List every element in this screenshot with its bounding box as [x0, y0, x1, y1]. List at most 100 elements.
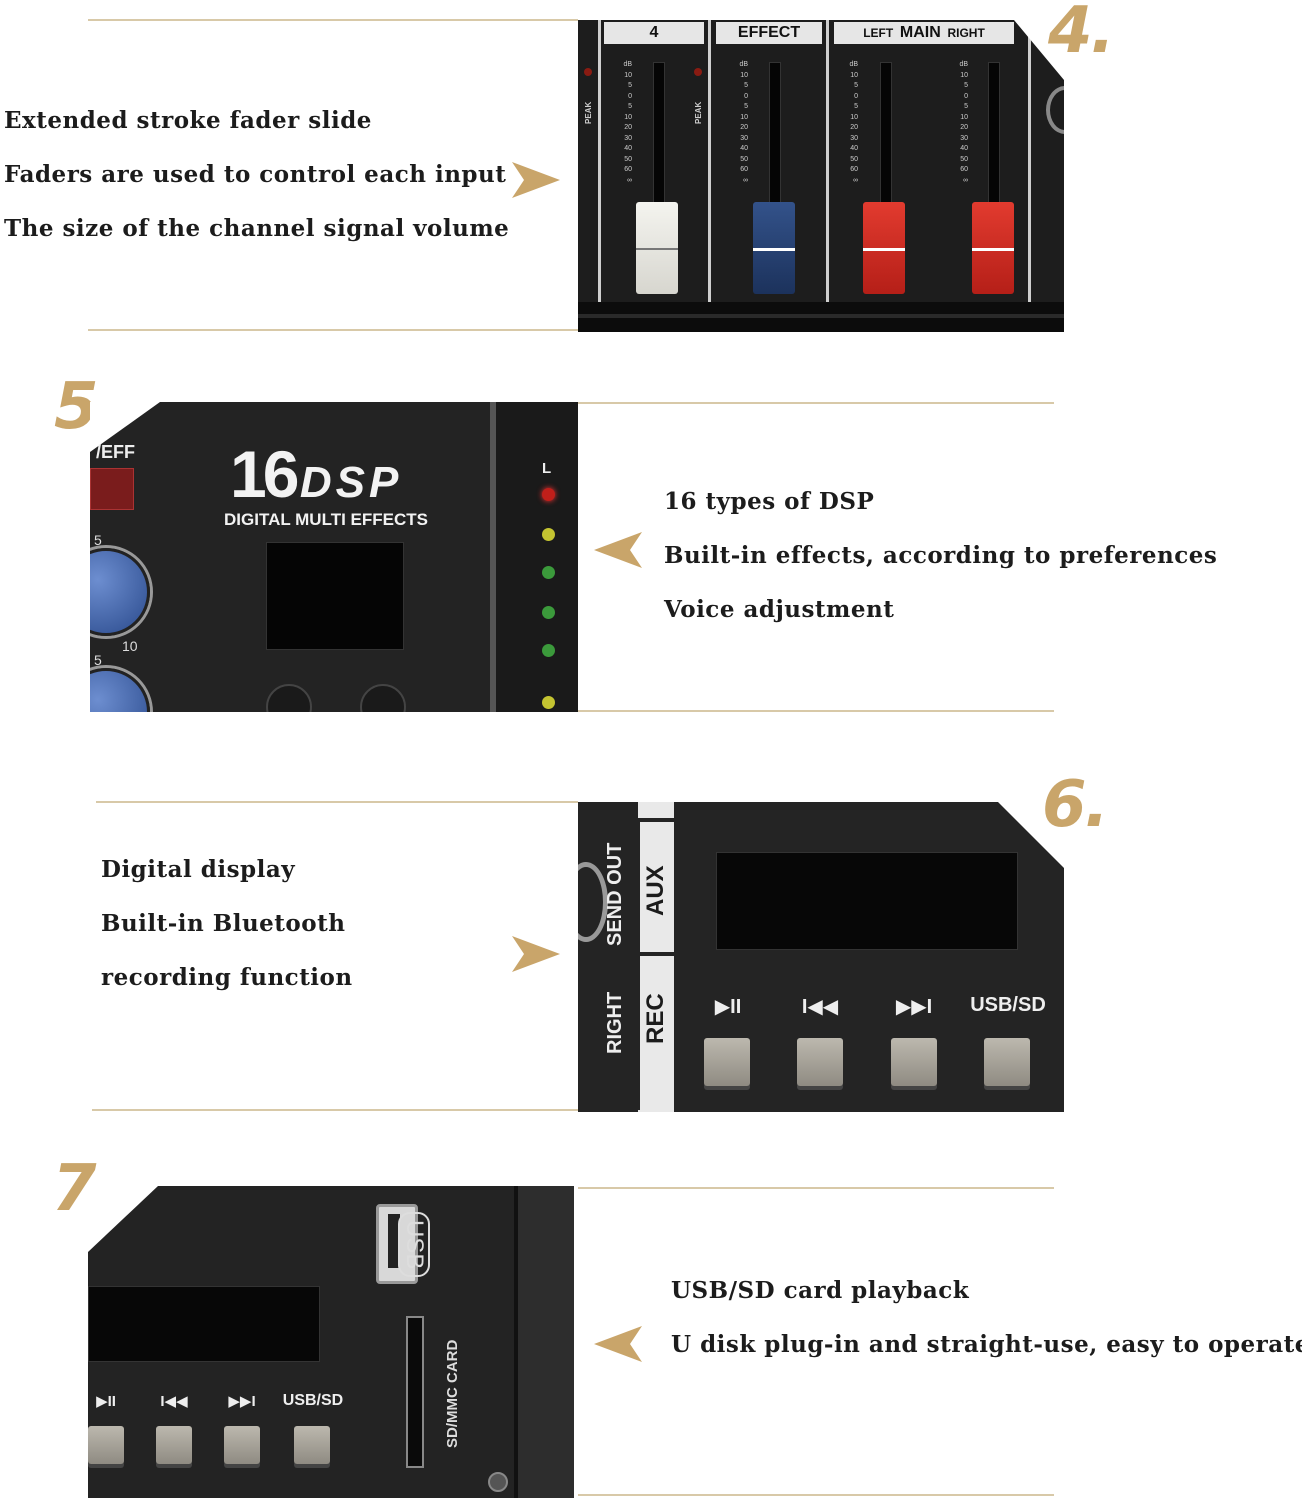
feature-line: recording function: [101, 964, 353, 991]
divider: [578, 710, 1054, 712]
meter-led-green: [542, 644, 555, 657]
digital-display: [88, 1286, 320, 1362]
meter-led-green: [542, 566, 555, 579]
feature-line: U disk plug-in and straight-use, easy to…: [671, 1331, 1302, 1358]
right-label: RIGHT: [604, 991, 626, 1054]
meter-led-yellow: [542, 696, 555, 709]
play-pause-label: ▶II: [714, 996, 742, 1018]
main-label: MAIN: [899, 24, 941, 41]
main-right-label: RIGHT: [947, 26, 985, 40]
next-button[interactable]: [891, 1038, 937, 1086]
usb-sd-label: USB/SD: [970, 994, 1046, 1016]
fader-main-left[interactable]: [863, 202, 905, 294]
feature-line: Extended stroke fader slide: [4, 107, 372, 134]
knob-label: 10: [122, 638, 138, 654]
screw-icon: [488, 1472, 508, 1492]
arrow-left-icon: [594, 532, 642, 568]
divider: [578, 1494, 1054, 1496]
play-pause-label: ▶II: [96, 1393, 116, 1410]
usb-label: USB: [398, 1212, 430, 1278]
sd-card-label: SD/MMC CARD: [444, 1339, 461, 1448]
feature-text-5: 16 types of DSP Built-in effects, accord…: [664, 475, 1217, 637]
section-number-4: 4.: [1048, 0, 1115, 68]
play-pause-button[interactable]: [88, 1426, 124, 1464]
prev-button[interactable]: [156, 1426, 192, 1464]
peak-label: PEAK: [584, 101, 593, 124]
dsp-logo: 16 DSP: [230, 436, 402, 512]
panel-corner: [998, 802, 1064, 868]
rec-label: REC: [642, 993, 669, 1044]
prev-label: I◀◀: [160, 1393, 188, 1410]
divider: [96, 801, 578, 803]
feature-line: Digital display: [101, 856, 296, 883]
send-out-label: SEND OUT: [604, 842, 626, 946]
next-label: ▶▶I: [228, 1393, 256, 1410]
dsp-text: DSP: [299, 458, 403, 507]
dsp-subtitle: DIGITAL MULTI EFFECTS: [224, 510, 428, 529]
feature-text-7: USB/SD card playback U disk plug-in and …: [671, 1264, 1302, 1372]
divider: [88, 19, 578, 21]
fader-effect[interactable]: [753, 202, 795, 294]
next-button[interactable]: [224, 1426, 260, 1464]
fader-channel-4[interactable]: [636, 202, 678, 294]
arrow-right-icon: [512, 936, 560, 972]
jack-icon: [578, 862, 608, 942]
digital-display: [716, 852, 1018, 950]
meter-led-green: [542, 606, 555, 619]
usb-sd-label: USB/SD: [282, 1392, 344, 1409]
feature-line: Faders are used to control each input: [4, 161, 507, 188]
dsp-panel: /EFF 5 10 5 16 DSP DIGITAL MULTI EFFECTS…: [90, 402, 578, 712]
meter-led-red: [542, 488, 555, 501]
dsp-number: 16: [230, 437, 299, 511]
meter-label: L: [542, 460, 552, 477]
player-panel: SEND OUT AUX RIGHT REC ▶II I◀◀ ▶▶I USB/S…: [578, 802, 1064, 1112]
fader-main-right[interactable]: [972, 202, 1014, 294]
aux-label: AUX: [642, 865, 669, 916]
feature-text-4: Extended stroke fader slide Faders are u…: [4, 94, 509, 256]
knob-label: 5: [94, 652, 102, 668]
meter-led-yellow: [542, 528, 555, 541]
panel-corner: [88, 1186, 158, 1252]
panel-corner: [90, 402, 160, 452]
feature-line: Voice adjustment: [664, 596, 895, 623]
peak-label: PEAK: [694, 101, 703, 124]
main-header: LEFT MAIN RIGHT: [834, 22, 1014, 44]
label-strip-top: [638, 802, 674, 818]
peak-led: [584, 68, 592, 76]
play-pause-button[interactable]: [704, 1038, 750, 1086]
channel-4-label: 4: [604, 22, 704, 44]
dsp-display: [266, 542, 404, 650]
sd-card-slot[interactable]: [406, 1316, 424, 1468]
feature-line: Built-in effects, according to preferenc…: [664, 542, 1218, 569]
feature-line: 16 types of DSP: [664, 488, 875, 515]
usb-port[interactable]: [376, 1204, 418, 1284]
feature-text-6: Digital display Built-in Bluetooth recor…: [101, 843, 353, 1005]
eff-label: /EFF: [96, 442, 135, 462]
arrow-left-icon: [594, 1326, 642, 1362]
next-label: ▶▶I: [895, 996, 933, 1018]
panel-corner: [1014, 20, 1064, 80]
divider: [92, 1109, 578, 1111]
feature-line: USB/SD card playback: [671, 1277, 970, 1304]
prev-button[interactable]: [797, 1038, 843, 1086]
divider: [578, 1187, 1054, 1189]
arrow-right-icon: [512, 162, 560, 198]
feature-line: The size of the channel signal volume: [4, 215, 510, 242]
main-left-label: LEFT: [863, 26, 894, 40]
usb-sd-button[interactable]: [294, 1426, 330, 1464]
feature-line: Built-in Bluetooth: [101, 910, 346, 937]
peak-led: [694, 68, 702, 76]
eff-button[interactable]: [90, 468, 134, 510]
section-number-6: 6.: [1042, 768, 1109, 842]
effect-label: EFFECT: [716, 22, 822, 44]
usb-sd-button[interactable]: [984, 1038, 1030, 1086]
knob-label: 5: [94, 532, 102, 548]
usb-panel: USB SD/MMC CARD ▶II I◀◀ ▶▶I USB/SD: [88, 1186, 574, 1498]
label-strip: [638, 822, 674, 1112]
divider: [88, 329, 578, 331]
